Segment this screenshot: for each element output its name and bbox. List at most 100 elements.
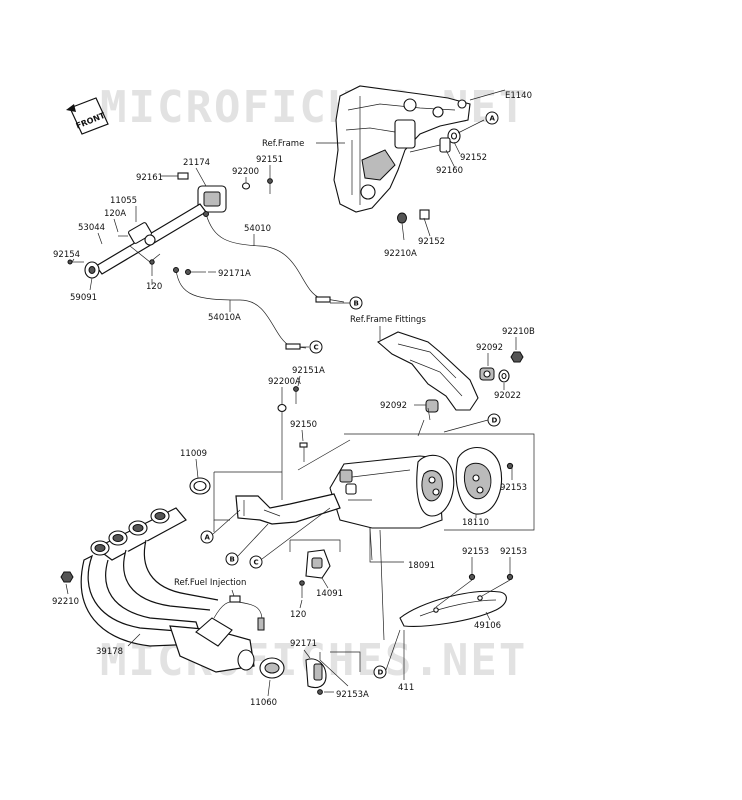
bolt-92151A [293, 386, 299, 404]
part-92151: 92151 [256, 155, 283, 165]
rubber-92092-a [479, 367, 495, 381]
part-92152-top: 92152 [460, 153, 487, 163]
part-53044: 53044 [78, 223, 105, 233]
ref-fuel-injection-label: Ref.Fuel Injection [174, 578, 246, 588]
part-92092-b: 92092 [380, 401, 407, 411]
part-54010: 54010 [244, 224, 271, 234]
part-18091: 18091 [408, 561, 435, 571]
nut-92210 [60, 571, 74, 583]
bolt-120-top [149, 259, 155, 276]
part-21174: 21174 [183, 158, 210, 168]
bolt-92154 [67, 259, 84, 265]
part-92161: 92161 [136, 173, 163, 183]
part-49106: 49106 [474, 621, 501, 631]
part-92153-c: 92153 [500, 547, 527, 557]
rubber-14091 [305, 549, 331, 579]
part-92210A: 92210A [384, 249, 417, 259]
nut-92210B [510, 351, 524, 363]
part-59091: 59091 [70, 293, 97, 303]
part-92092-a: 92092 [476, 343, 503, 353]
bolt-92153-b [468, 573, 476, 581]
clamp-92171 [305, 658, 327, 689]
part-54010A: 54010A [208, 313, 241, 323]
callout-d-shield: D [373, 665, 387, 679]
connecting-pipe [235, 493, 341, 525]
callout-a-frame: A [485, 111, 499, 125]
part-92160: 92160 [436, 166, 463, 176]
exhaust-header-pipes [80, 507, 255, 673]
bolt-92153-a [506, 462, 514, 470]
muffler-cover-18110 [455, 446, 503, 515]
part-92154: 92154 [53, 250, 80, 260]
washer-92022 [498, 369, 510, 383]
svg-text:B: B [354, 300, 359, 308]
muffler-body [329, 455, 443, 529]
part-92171: 92171 [290, 639, 317, 649]
nut-92210A [397, 212, 407, 224]
svg-text:C: C [254, 559, 259, 567]
bolt-92153A [317, 689, 323, 695]
bushing-92160 [439, 137, 451, 153]
part-92153A: 92153A [336, 690, 369, 700]
callout-b-cable: B [349, 296, 363, 310]
part-411: 411 [398, 683, 414, 693]
throttle-cable-54010 [203, 211, 345, 303]
part-92210: 92210 [52, 597, 79, 607]
ref-frame-label: Ref.Frame [262, 139, 304, 149]
exhaust-valve-actuator [95, 185, 227, 275]
muffler-bracket [377, 331, 479, 411]
bolt-92151 [267, 178, 273, 194]
bolt-92150 [299, 442, 308, 462]
part-11055: 11055 [110, 196, 137, 206]
part-92161-shape [177, 172, 189, 180]
part-92153-a: 92153 [500, 483, 527, 493]
washer-92200A [277, 403, 287, 413]
part-92200: 92200 [232, 167, 259, 177]
svg-text:B: B [230, 556, 235, 564]
rubber-92092-b [425, 399, 439, 413]
washer-92152-top [447, 128, 461, 144]
diagram-code: E1140 [505, 91, 532, 101]
part-120A: 120A [104, 209, 126, 219]
ref-frame-fittings-label: Ref.Frame Fittings [350, 315, 426, 325]
part-92200A: 92200A [268, 377, 301, 387]
part-92150: 92150 [290, 420, 317, 430]
heat-shield-49106 [399, 590, 507, 627]
front-direction-icon: FRONT [66, 97, 109, 135]
oxygen-sensor-wire [213, 595, 265, 631]
svg-text:D: D [378, 669, 384, 677]
part-11060: 11060 [250, 698, 277, 708]
svg-text:A: A [490, 115, 496, 123]
callout-c-cable: C [309, 340, 323, 354]
part-11009: 11009 [180, 449, 207, 459]
part-120-top: 120 [146, 282, 162, 292]
clip-92171A [185, 269, 206, 275]
throttle-cable-54010A [173, 267, 307, 350]
svg-text:C: C [314, 344, 319, 352]
part-92210B: 92210B [502, 327, 535, 337]
washer-92152-bottom [419, 209, 430, 220]
frame-illustration [333, 85, 471, 213]
svg-text:A: A [205, 534, 211, 542]
part-92022: 92022 [494, 391, 521, 401]
gasket-11009 [189, 477, 211, 495]
muffler-end-cap [416, 454, 455, 517]
part-92152-bottom: 92152 [418, 237, 445, 247]
callout-c-pipe: C [249, 555, 263, 569]
seal-59091 [84, 261, 100, 279]
svg-text:D: D [492, 417, 498, 425]
part-92151A: 92151A [292, 366, 325, 376]
part-18110: 18110 [462, 518, 489, 528]
gasket-11060 [259, 657, 285, 679]
part-120-bottom: 120 [290, 610, 306, 620]
bolt-120-bottom [299, 580, 305, 598]
callout-b-pipe: B [225, 552, 239, 566]
bolt-92153-c [506, 573, 514, 581]
part-39178: 39178 [96, 647, 123, 657]
part-92171A: 92171A [218, 269, 251, 279]
callout-d-bracket: D [487, 413, 501, 427]
washer-92200 [241, 182, 251, 190]
part-92153-b: 92153 [462, 547, 489, 557]
callout-a-pipe: A [200, 530, 214, 544]
